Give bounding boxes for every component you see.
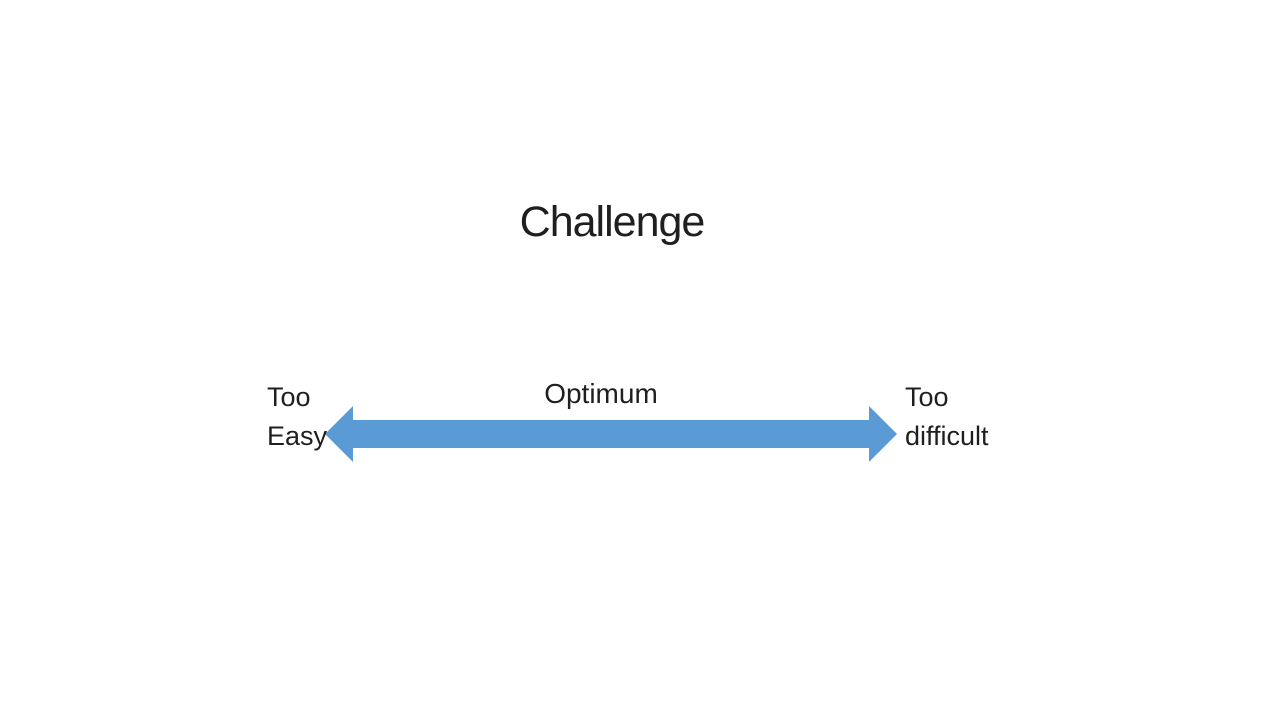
label-too-difficult-line2: difficult [905, 421, 989, 451]
left-right-arrow-icon [325, 406, 897, 462]
label-too-difficult: Too difficult [905, 378, 989, 456]
label-too-easy-line1: Too [267, 382, 311, 412]
label-too-easy-line2: Easy [267, 421, 328, 451]
label-too-easy: Too Easy [267, 378, 327, 456]
label-optimum: Optimum [544, 378, 658, 409]
label-too-difficult-line1: Too [905, 382, 949, 412]
slide-title: Challenge [519, 198, 706, 246]
